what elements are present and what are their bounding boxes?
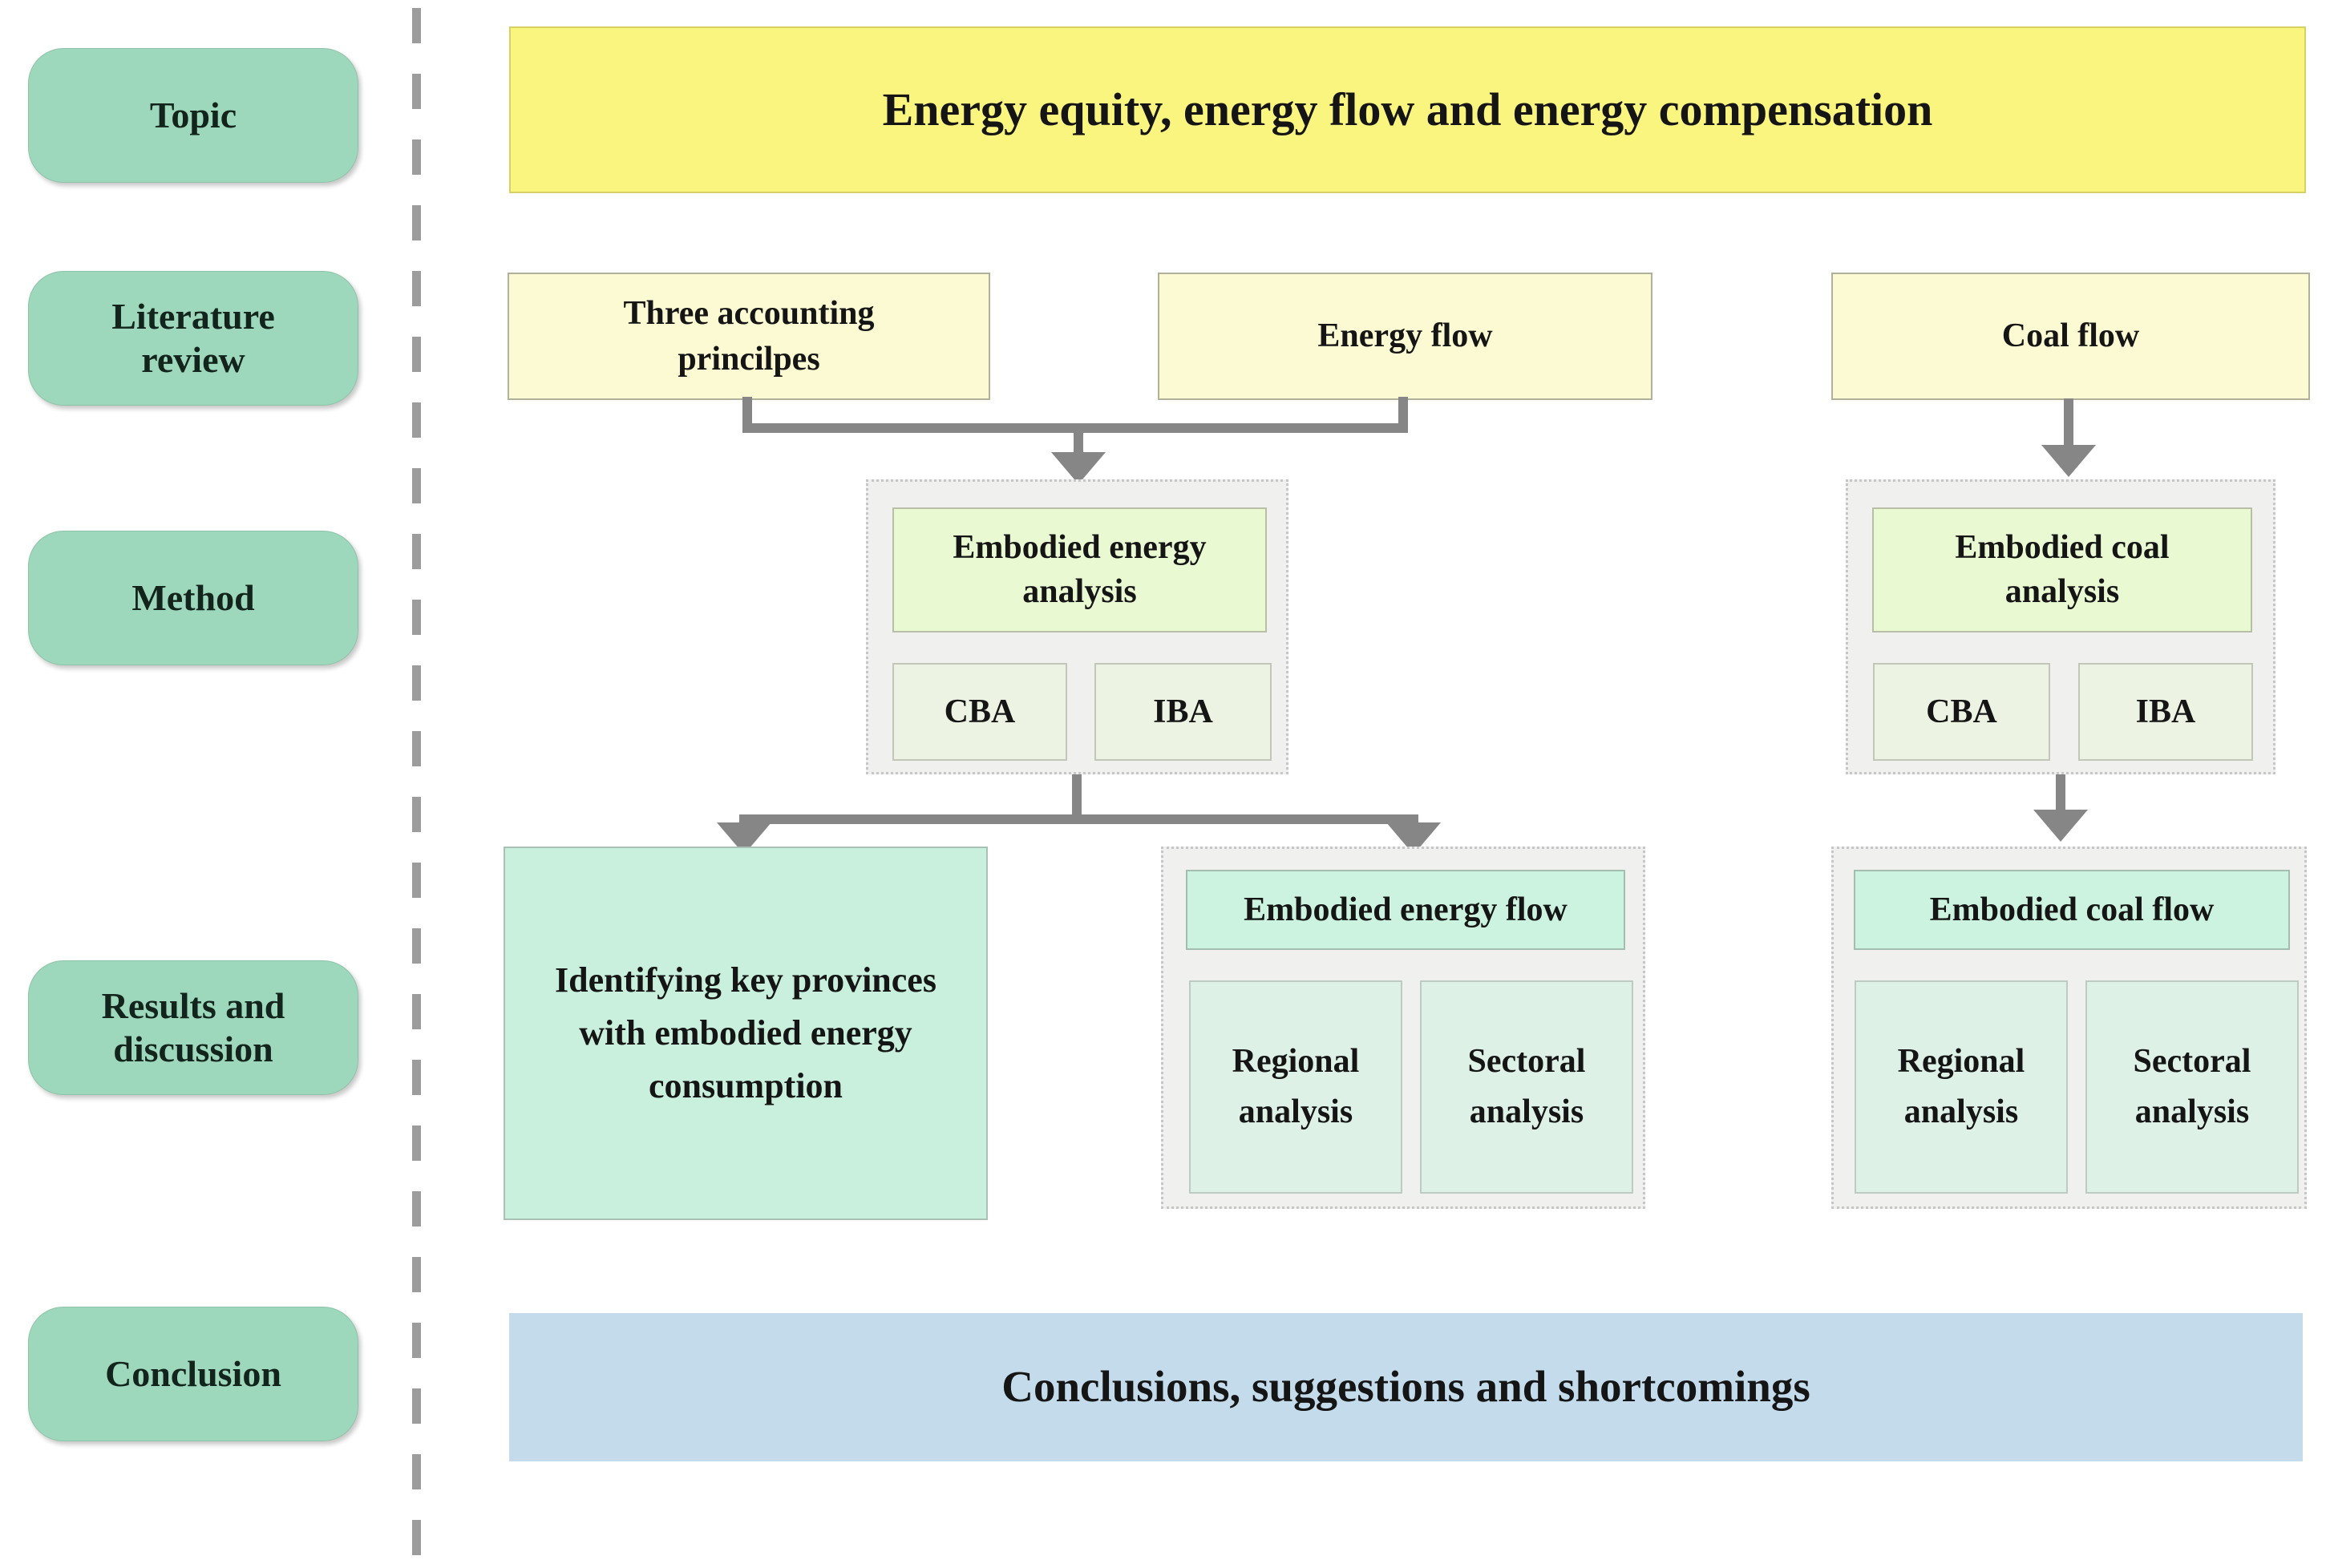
literature-box-coal-flow: Coal flow bbox=[1831, 273, 2310, 400]
stage-conclusion-label: Conclusion bbox=[105, 1352, 281, 1394]
conclusion-banner-text: Conclusions, suggestions and shortcoming… bbox=[1001, 1362, 1810, 1412]
energy-iba-box: IBA bbox=[1094, 663, 1272, 761]
sidebar-stage-results-discussion: Results and discussion bbox=[28, 960, 358, 1095]
group-embodied-coal-analysis: Embodied coal analysis CBA IBA bbox=[1846, 479, 2275, 774]
sidebar-stage-literature-review: Literature review bbox=[28, 271, 358, 406]
connector-bracket-stem bbox=[1074, 433, 1083, 455]
embodied-energy-analysis-title: Embodied energy analysis bbox=[953, 529, 1207, 610]
embodied-energy-flow-title-box: Embodied energy flow bbox=[1186, 870, 1625, 950]
stage-topic-label: Topic bbox=[149, 94, 237, 135]
connector-coal-flow-stem bbox=[2064, 398, 2073, 448]
connector-split-stem bbox=[1072, 774, 1082, 819]
coal-cba-label: CBA bbox=[1926, 693, 1997, 730]
energy-regional-analysis-label: Regional analysis bbox=[1232, 1043, 1360, 1130]
coal-iba-box: IBA bbox=[2078, 663, 2253, 761]
connector-coal-analysis-stem bbox=[2056, 774, 2065, 813]
energy-sectoral-analysis-box: Sectoral analysis bbox=[1420, 980, 1633, 1194]
embodied-coal-flow-title: Embodied coal flow bbox=[1929, 891, 2215, 928]
conclusion-banner: Conclusions, suggestions and shortcoming… bbox=[509, 1313, 2303, 1461]
coal-sectoral-analysis-box: Sectoral analysis bbox=[2085, 980, 2299, 1194]
energy-regional-analysis-box: Regional analysis bbox=[1189, 980, 1402, 1194]
arrow-down-to-embodied-energy-analysis bbox=[1051, 452, 1106, 484]
coal-regional-analysis-label: Regional analysis bbox=[1897, 1043, 2025, 1130]
connector-bracket-bar bbox=[742, 423, 1408, 433]
coal-cba-box: CBA bbox=[1873, 663, 2050, 761]
connector-split-bar bbox=[739, 814, 1418, 824]
embodied-coal-flow-title-box: Embodied coal flow bbox=[1854, 870, 2290, 950]
coal-iba-label: IBA bbox=[2135, 693, 2196, 730]
arrow-down-to-embodied-coal-analysis bbox=[2041, 445, 2096, 477]
sidebar-stage-method: Method bbox=[28, 531, 358, 665]
results-box-key-provinces-text: Identifying key provinces with embodied … bbox=[555, 960, 936, 1105]
sidebar-stage-conclusion: Conclusion bbox=[28, 1307, 358, 1441]
stage-results-label: Results and discussion bbox=[101, 984, 285, 1069]
coal-sectoral-analysis-label: Sectoral analysis bbox=[2133, 1043, 2251, 1130]
embodied-energy-analysis-title-box: Embodied energy analysis bbox=[892, 507, 1267, 632]
group-embodied-energy-analysis: Embodied energy analysis CBA IBA bbox=[866, 479, 1288, 774]
stage-divider-dashed-line bbox=[412, 8, 421, 1558]
literature-box-energy-flow: Energy flow bbox=[1158, 273, 1652, 400]
coal-regional-analysis-box: Regional analysis bbox=[1855, 980, 2068, 1194]
literature-box-energy-text: Energy flow bbox=[1317, 317, 1493, 355]
embodied-coal-analysis-title: Embodied coal analysis bbox=[1955, 529, 2170, 610]
energy-cba-box: CBA bbox=[892, 663, 1067, 761]
embodied-energy-flow-title: Embodied energy flow bbox=[1244, 891, 1568, 928]
results-box-key-provinces: Identifying key provinces with embodied … bbox=[504, 847, 988, 1220]
energy-cba-label: CBA bbox=[944, 693, 1016, 730]
topic-banner: Energy equity, energy flow and energy co… bbox=[509, 26, 2306, 193]
group-embodied-coal-flow: Embodied coal flow Regional analysis Sec… bbox=[1831, 847, 2307, 1209]
energy-iba-label: IBA bbox=[1153, 693, 1213, 730]
literature-box-coal-text: Coal flow bbox=[2001, 317, 2140, 355]
literature-box-accounting-principles: Three accounting princilpes bbox=[508, 273, 990, 400]
sidebar-stage-topic: Topic bbox=[28, 48, 358, 183]
stage-method-label: Method bbox=[131, 576, 255, 618]
group-embodied-energy-flow: Embodied energy flow Regional analysis S… bbox=[1161, 847, 1645, 1209]
stage-literature-label: Literature review bbox=[111, 295, 275, 380]
embodied-coal-analysis-title-box: Embodied coal analysis bbox=[1872, 507, 2252, 632]
literature-box-accounting-text: Three accounting princilpes bbox=[623, 294, 875, 378]
topic-banner-text: Energy equity, energy flow and energy co… bbox=[882, 83, 1933, 135]
energy-sectoral-analysis-label: Sectoral analysis bbox=[1467, 1043, 1586, 1130]
arrow-down-to-embodied-coal-flow bbox=[2033, 810, 2088, 842]
